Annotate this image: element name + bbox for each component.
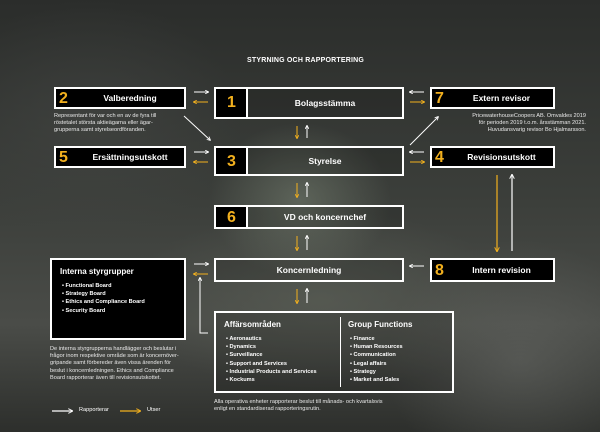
- valberedning-note: Representant för var och en av de fyra t…: [54, 113, 157, 134]
- affarsomraden-box: Affärsområden Aeronautics Dynamics Surve…: [214, 311, 454, 393]
- koncernledning-box: Koncernledning: [214, 258, 404, 282]
- bolagsstamma-number-box: 1: [214, 87, 246, 119]
- arrow-report: [409, 117, 438, 146]
- list-item: Security Board: [62, 307, 145, 315]
- vd-number: 6: [227, 209, 236, 226]
- intern-revision-box: 8 Intern revision: [430, 258, 555, 282]
- styrelse-label: Styrelse: [308, 156, 342, 166]
- list-item: Strategy: [350, 368, 403, 376]
- valberedning-label: Valberedning: [103, 93, 157, 103]
- valberedning-number: 2: [59, 90, 68, 107]
- vd-number-box: 6: [214, 205, 246, 229]
- list-item: Surveillance: [226, 351, 317, 359]
- ersattningsutskott-number: 5: [59, 149, 68, 166]
- intern-revision-label: Intern revision: [472, 265, 531, 275]
- list-item: Kockums: [226, 376, 317, 384]
- group-functions-list: Finance Human Resources Communication Le…: [350, 335, 403, 384]
- koncernledning-label: Koncernledning: [276, 265, 342, 275]
- list-item: Market and Sales: [350, 376, 403, 384]
- interna-styrgrupper-list: Functional Board Strategy Board Ethics a…: [62, 282, 145, 315]
- intern-revision-number: 8: [435, 262, 444, 279]
- list-item: Industrial Products and Services: [226, 368, 317, 376]
- list-item: Functional Board: [62, 282, 145, 290]
- affarsomraden-list: Aeronautics Dynamics Surveillance Suppor…: [226, 335, 317, 384]
- list-item: Communication: [350, 351, 403, 359]
- styrelse-box: Styrelse: [246, 146, 404, 176]
- extern-revisor-label: Extern revisor: [472, 93, 531, 103]
- group-functions-title: Group Functions: [348, 320, 413, 329]
- list-item: Aeronautics: [226, 335, 317, 343]
- list-item: Human Resources: [350, 343, 403, 351]
- legend-utser: Utser: [147, 407, 161, 413]
- list-item: Ethics and Compliance Board: [62, 298, 145, 306]
- list-item: Legal affairs: [350, 360, 403, 368]
- extern-revisor-number: 7: [435, 90, 444, 107]
- list-item: Finance: [350, 335, 403, 343]
- ersattningsutskott-label: Ersättningsutskott: [92, 152, 168, 162]
- revisionsutskott-box: 4 Revisionsutskott: [430, 146, 555, 168]
- affarsomraden-note: Alla operativa enheter rapporterar beslu…: [214, 399, 383, 413]
- interna-styrgrupper-note: De interna styrgrupperna handlägger och …: [50, 346, 179, 381]
- list-item: Strategy Board: [62, 290, 145, 298]
- styrelse-number: 3: [227, 153, 236, 170]
- affarsomraden-title: Affärsområden: [224, 320, 281, 329]
- valberedning-box: 2 Valberedning: [54, 87, 186, 109]
- arrow-report: [199, 282, 208, 334]
- extern-revisor-box: 7 Extern revisor: [430, 87, 555, 109]
- divider: [340, 317, 341, 387]
- bolagsstamma-label: Bolagsstämma: [294, 98, 356, 108]
- legend-rapporterar: Rapporterar: [79, 407, 109, 413]
- diagram-title: STYRNING OCH RAPPORTERING: [247, 57, 365, 64]
- ersattningsutskott-box: 5 Ersättningsutskott: [54, 146, 186, 168]
- vd-box: VD och koncernchef: [246, 205, 404, 229]
- interna-styrgrupper-title: Interna styrgrupper: [60, 267, 134, 276]
- styrelse-number-box: 3: [214, 146, 246, 176]
- arrow-report: [183, 115, 210, 140]
- revisionsutskott-number: 4: [435, 149, 444, 166]
- interna-styrgrupper-box: Interna styrgrupper Functional Board Str…: [50, 258, 186, 340]
- revisionsutskott-label: Revisionsutskott: [467, 152, 536, 162]
- bolagsstamma-box: Bolagsstämma: [246, 87, 404, 119]
- list-item: Support and Services: [226, 360, 317, 368]
- list-item: Dynamics: [226, 343, 317, 351]
- extern-revisor-note: PricewaterhouseCoopers AB. Omvaldes 2019…: [472, 113, 586, 134]
- bolagsstamma-number: 1: [227, 94, 236, 111]
- vd-label: VD och koncernchef: [283, 212, 367, 222]
